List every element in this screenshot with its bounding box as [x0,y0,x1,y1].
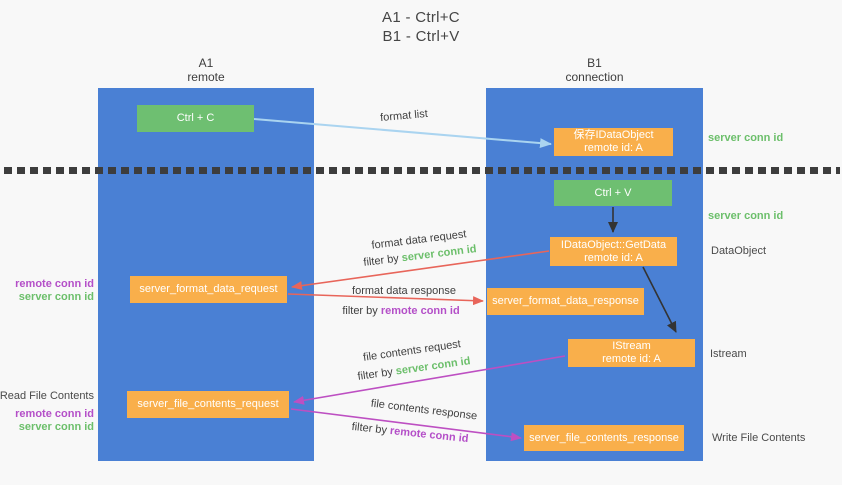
server-conn-id-text: server conn id [395,355,472,378]
filter-by-text: filter by [342,305,378,317]
node-istream-line1: IStream [612,340,651,352]
node-istream: IStream remote id: A [568,339,695,367]
filter-label-remote-conn-id-2: filter by remote conn id [351,421,469,445]
node-istream-line2: remote id: A [602,353,661,365]
side-label-conn-ids-file: remote conn id server conn id [15,408,94,434]
node-server-file-contents-response: server_file_contents_response [524,425,684,451]
column-a1-name: A1 [198,56,214,70]
filter-by-text: filter by [362,252,400,269]
side-label-dataobject: DataObject [711,245,767,257]
remote-conn-id-text: remote conn id [380,305,460,317]
node-idataobject-getdata: IDataObject::GetData remote id: A [550,237,677,266]
side-label-read-file-contents: Read File Contents [0,390,94,402]
arrow-label-format-list: format list [379,107,429,125]
arrow-label-format-data-response: format data response [352,285,456,297]
side-label-server-conn-id-top: server conn id [708,132,784,144]
title-line-2: B1 - Ctrl+V [382,28,460,45]
node-file-response-label: server_file_contents_response [529,431,679,444]
diagram-title: A1 - Ctrl+C B1 - Ctrl+V [0,8,842,46]
node-getdata-line1: IDataObject::GetData [560,238,667,251]
node-server-file-contents-request: server_file_contents_request [127,391,289,418]
filter-by-text: filter by [351,420,388,437]
node-format-response-label: server_format_data_response [492,295,639,307]
node-save-idataobject-line2: remote id: A [584,142,643,154]
column-b1-name: B1 [587,56,602,70]
node-save-idataobject: 保存IDataObject remote id: A [554,128,673,156]
node-server-format-data-response: server_format_data_response [487,288,644,315]
remote-conn-id-text: remote conn id [389,424,469,446]
side-label-remote-conn-id-2: remote conn id [15,408,94,420]
side-label-server-conn-id-1: server conn id [18,291,94,303]
filter-by-text: filter by [356,366,394,383]
dashed-separator [4,167,840,174]
column-a1-subtitle: remote [187,70,225,84]
node-ctrl-c-label: Ctrl + C [176,112,215,124]
node-save-idataobject-line1: 保存IDataObject [573,129,654,141]
node-ctrl-c: Ctrl + C [137,105,254,132]
column-header-a1: A1 remote [98,56,314,84]
node-getdata-line2: remote id: A [584,251,643,264]
title-line-1: A1 - Ctrl+C [382,9,460,26]
node-format-request-label: server_format_data_request [139,283,278,295]
side-label-server-conn-id-2: server conn id [18,421,94,433]
column-b1-subtitle: connection [565,70,624,84]
side-label-remote-conn-id-1: remote conn id [15,278,94,290]
column-header-b1: B1 connection [486,56,703,84]
side-label-write-file-contents: Write File Contents [712,432,806,444]
arrow-label-file-contents-response: file contents response [370,397,478,423]
node-ctrl-v-label: Ctrl + V [594,186,632,199]
filter-label-remote-conn-id-1: filter by remote conn id [342,305,459,317]
node-file-request-label: server_file_contents_request [137,398,279,410]
side-label-conn-ids-format: remote conn id server conn id [15,278,94,304]
node-server-format-data-request: server_format_data_request [130,276,287,303]
node-ctrl-v: Ctrl + V [554,180,672,206]
side-label-istream: Istream [710,348,747,360]
side-label-server-conn-id-mid: server conn id [708,210,784,222]
